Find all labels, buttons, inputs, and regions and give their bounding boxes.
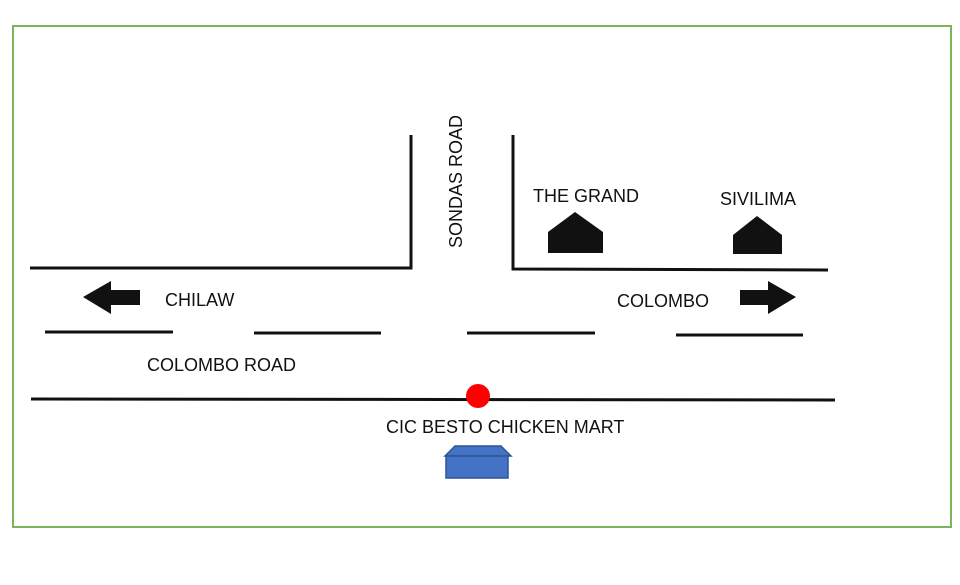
arrow-right-icon: [740, 281, 796, 314]
the-grand-label: THE GRAND: [533, 186, 639, 206]
road-lines: [30, 135, 836, 402]
chilaw-label: CHILAW: [165, 290, 234, 310]
sivilima-label: SIVILIMA: [720, 189, 796, 209]
house-icon: [548, 212, 603, 253]
sondas-road-label: SONDAS ROAD: [446, 115, 466, 248]
colombo-road-north-edge-east: [511, 135, 829, 272]
location-dot-icon: [466, 384, 490, 408]
arrow-left-icon: [83, 281, 140, 314]
colombo-label: COLOMBO: [617, 291, 709, 311]
shop-icon: [443, 445, 513, 479]
shop-label: CIC BESTO CHICKEN MART: [386, 417, 624, 437]
colombo-road-label: COLOMBO ROAD: [147, 355, 296, 375]
colombo-road-south-edge: [30, 397, 836, 402]
house-icon: [733, 216, 782, 254]
map-frame: [12, 25, 952, 528]
colombo-road-north-edge-west: [30, 135, 413, 270]
